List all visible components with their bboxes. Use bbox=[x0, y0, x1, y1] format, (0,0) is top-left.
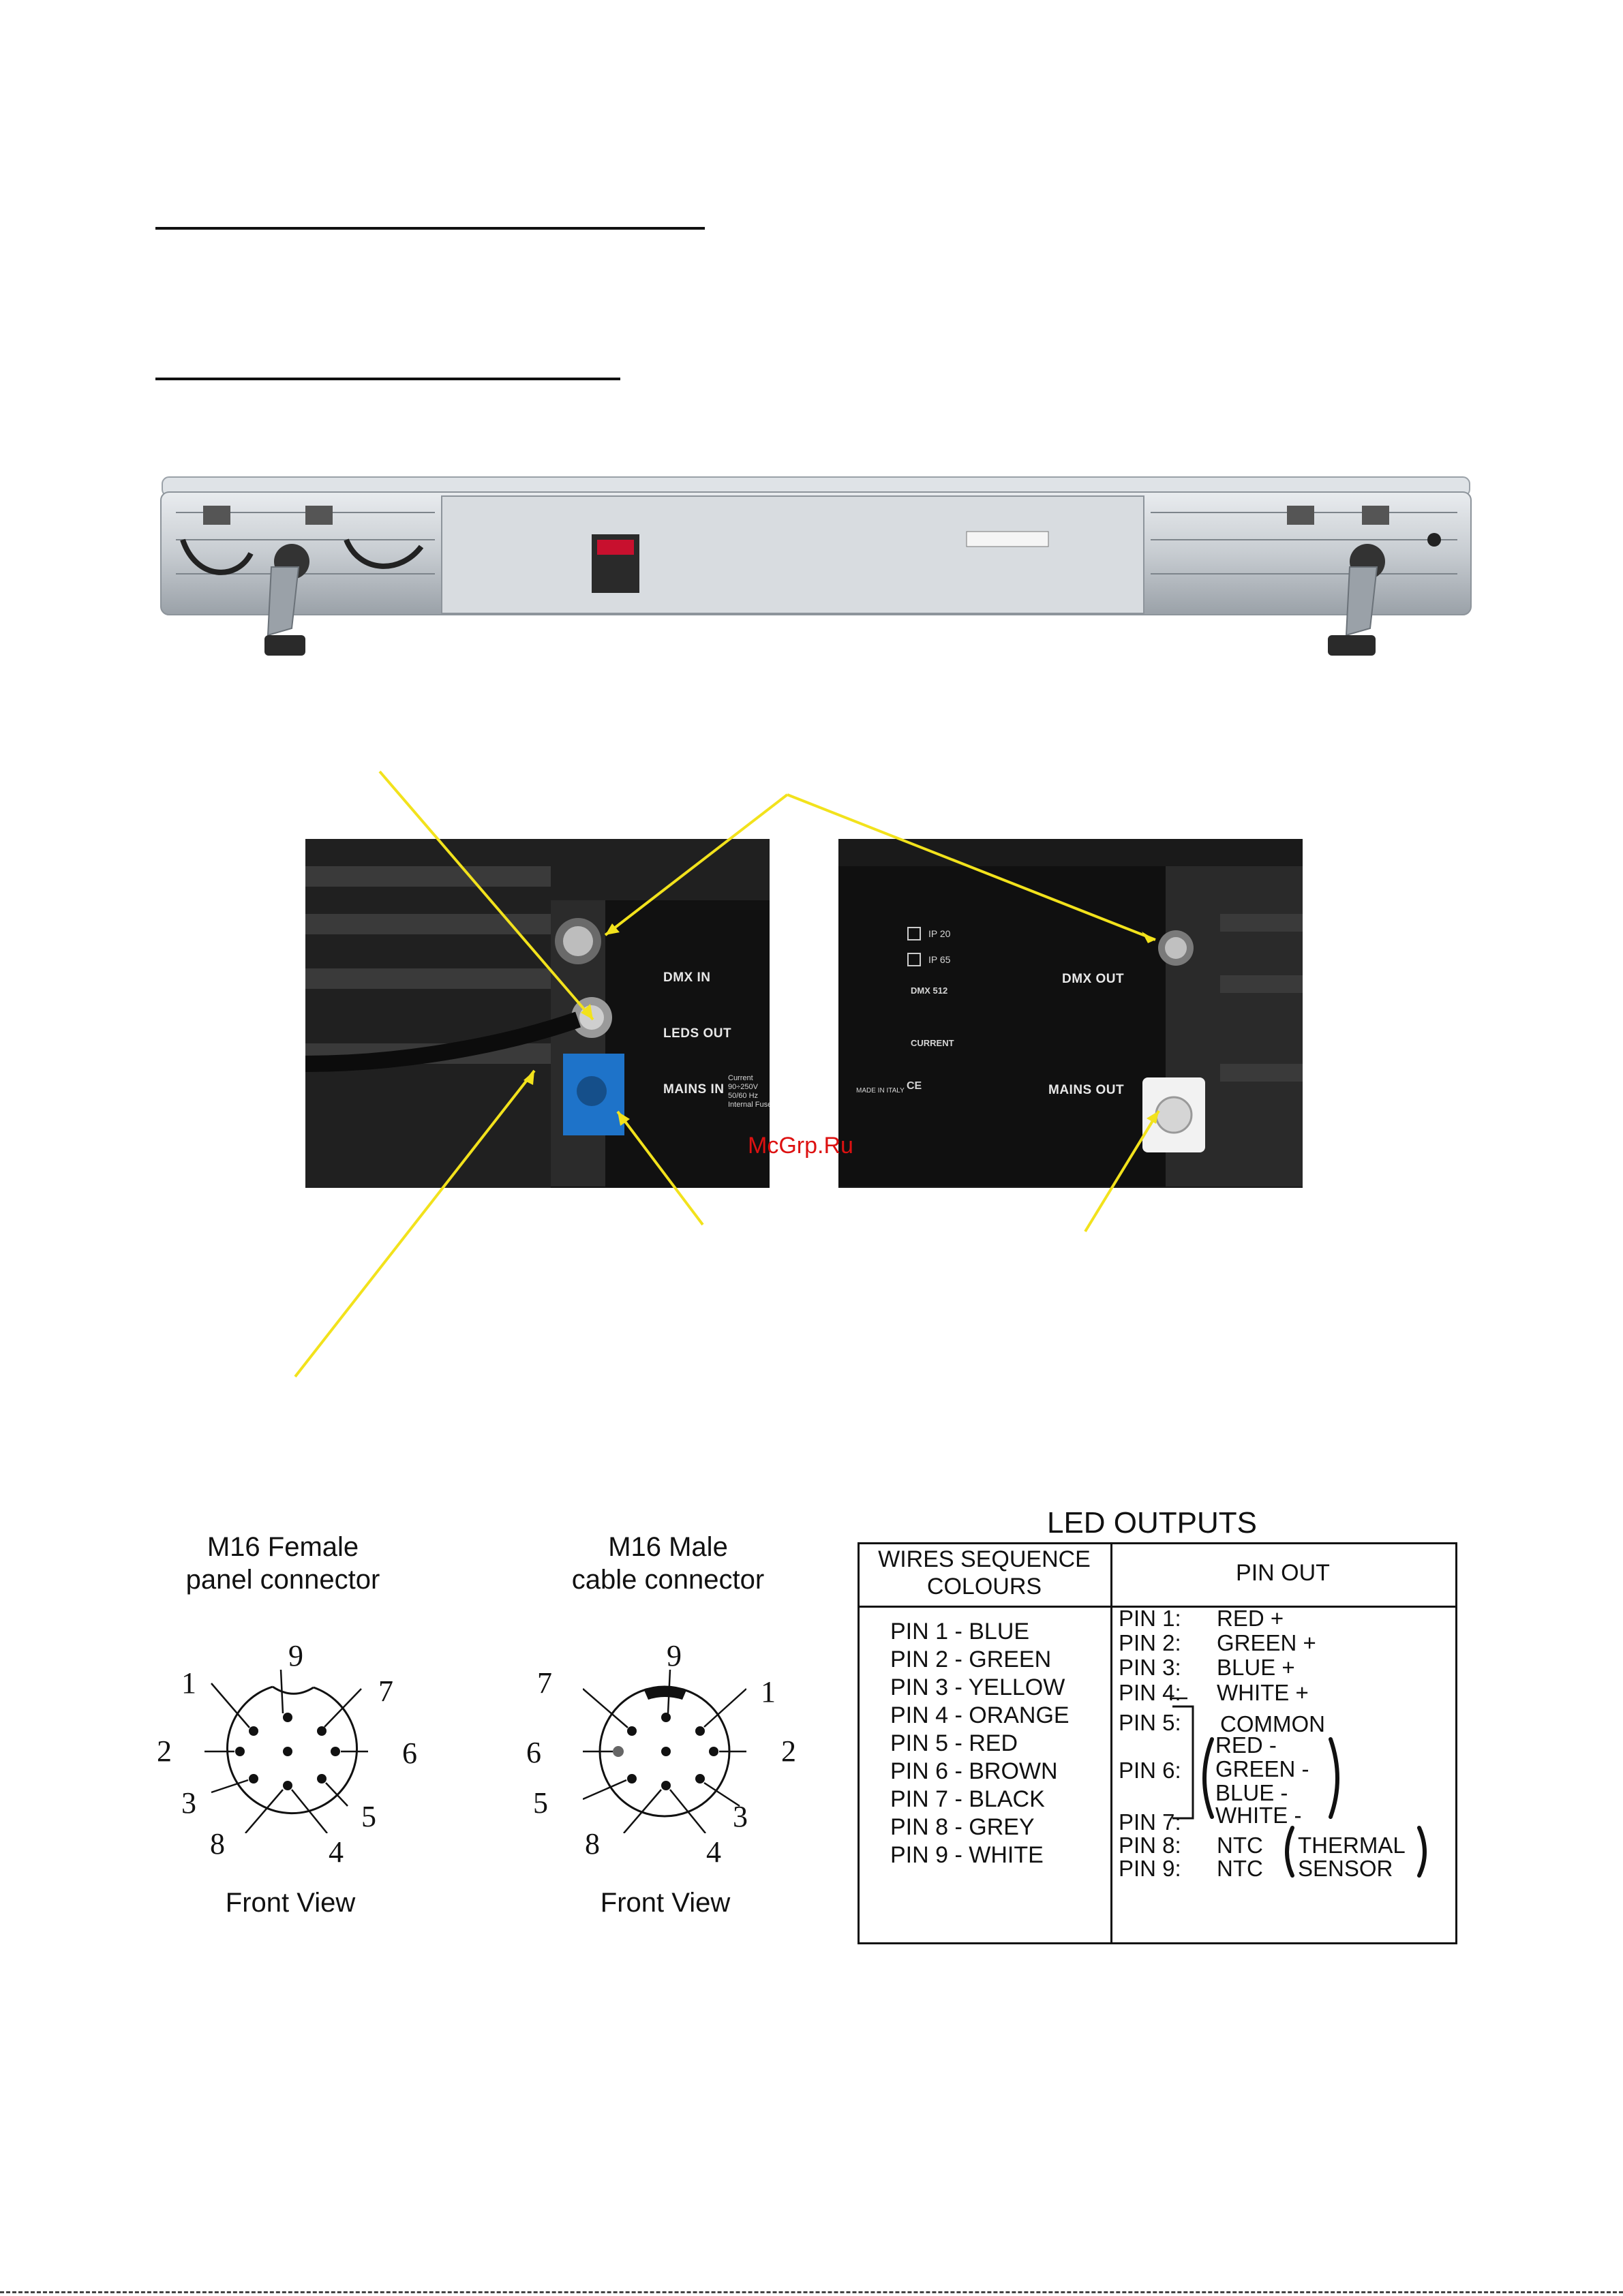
pinout-value-4: WHITE + bbox=[1217, 1680, 1309, 1705]
table-header-divider bbox=[858, 1606, 1455, 1608]
male-pin-9: 9 bbox=[667, 1639, 682, 1672]
dmx-512-text: DMX 512 bbox=[911, 985, 948, 996]
female-title-line1: M16 Female bbox=[207, 1532, 359, 1562]
pinout-value-5: COMMON bbox=[1220, 1711, 1325, 1736]
col2-header: PIN OUT bbox=[1236, 1560, 1330, 1586]
female-pin-6: 6 bbox=[402, 1736, 417, 1770]
col1-header-line1: WIRES SEQUENCE bbox=[878, 1546, 1091, 1572]
made-in-text: MADE IN ITALY bbox=[856, 1087, 905, 1095]
pinout-value-2: GREEN + bbox=[1217, 1630, 1316, 1655]
pinout-label-6: PIN 6: bbox=[1119, 1758, 1181, 1783]
pinout-value-6-green: GREEN - bbox=[1215, 1756, 1309, 1781]
female-pin-8: 8 bbox=[210, 1827, 225, 1861]
pinout-value-9: NTC bbox=[1217, 1856, 1263, 1881]
female-connector-title: M16 Female panel connector bbox=[157, 1531, 409, 1596]
led-outputs-title: LED OUTPUTS bbox=[1046, 1506, 1258, 1540]
male-front-view-caption: Front View bbox=[600, 1888, 731, 1918]
thermal-sensor-line2: SENSOR bbox=[1298, 1856, 1393, 1881]
pinout-value-8: NTC bbox=[1217, 1833, 1263, 1858]
pinout-label-2: PIN 2: bbox=[1119, 1630, 1181, 1655]
col1-header-line2: COLOURS bbox=[926, 1574, 1042, 1599]
wire-colour-list: PIN 1 - BLUE PIN 2 - GREEN PIN 3 - YELLO… bbox=[890, 1618, 1070, 1869]
pinout-label-5: PIN 5: bbox=[1119, 1710, 1181, 1735]
pinout-value-3: BLUE + bbox=[1217, 1655, 1295, 1680]
male-pin-8: 8 bbox=[585, 1827, 600, 1861]
pinout-label-8: PIN 8: bbox=[1119, 1833, 1181, 1858]
wire-colour-item: PIN 7 - BLACK bbox=[890, 1786, 1045, 1812]
male-pin-7: 7 bbox=[537, 1666, 552, 1700]
female-pin-4: 4 bbox=[329, 1835, 344, 1869]
male-pin-5: 5 bbox=[533, 1786, 548, 1820]
female-pin-9: 9 bbox=[288, 1639, 303, 1672]
female-front-view-caption: Front View bbox=[225, 1888, 356, 1918]
pinout-value-6-red: RED - bbox=[1215, 1732, 1277, 1758]
male-pin-3: 3 bbox=[733, 1800, 748, 1833]
wire-colour-item: PIN 9 - WHITE bbox=[890, 1842, 1044, 1868]
pinout-label-4: PIN 4: bbox=[1119, 1680, 1181, 1705]
male-connector-title: M16 Male cable connector bbox=[539, 1531, 798, 1596]
heading-rule-2 bbox=[155, 378, 620, 380]
ip-option-65: IP 65 bbox=[928, 954, 951, 965]
wire-colour-item: PIN 6 - BROWN bbox=[890, 1758, 1058, 1784]
male-pin-1: 1 bbox=[761, 1675, 776, 1709]
female-pin-7: 7 bbox=[378, 1674, 393, 1708]
label-mains-out: MAINS OUT bbox=[1048, 1083, 1125, 1097]
female-connector-diagram bbox=[204, 1670, 368, 1833]
wire-colour-item: PIN 3 - YELLOW bbox=[890, 1674, 1065, 1700]
page-bottom-edge bbox=[0, 2291, 1623, 2293]
female-pin-5: 5 bbox=[361, 1800, 376, 1833]
wire-colour-item: PIN 5 - RED bbox=[890, 1730, 1018, 1756]
pinout-label-1: PIN 1: bbox=[1119, 1606, 1181, 1631]
left-connector-photo: DMX IN LEDS OUT MAINS IN Current 90÷250V… bbox=[305, 839, 770, 1188]
thermal-sensor-line1: THERMAL bbox=[1298, 1833, 1406, 1858]
col1-header: WIRES SEQUENCE COLOURS bbox=[859, 1546, 1110, 1600]
female-pin-3: 3 bbox=[181, 1786, 196, 1820]
led-outputs-table bbox=[858, 1542, 1457, 1944]
male-pin-4: 4 bbox=[706, 1835, 721, 1869]
pinout-label-9: PIN 9: bbox=[1119, 1856, 1181, 1881]
male-title-line1: M16 Male bbox=[608, 1532, 728, 1562]
right-connector-photo: IP 20 IP 65 DMX 512 CURRENT MADE IN ITAL… bbox=[838, 839, 1303, 1188]
pinout-label-3: PIN 3: bbox=[1119, 1655, 1181, 1680]
male-pin-6: 6 bbox=[526, 1736, 541, 1769]
rating-text: Current 90÷250V 50/60 Hz Internal Fuse bbox=[728, 1074, 770, 1109]
pinout-value-6-blue: BLUE - bbox=[1215, 1780, 1288, 1805]
female-pin-1: 1 bbox=[181, 1666, 196, 1700]
wire-colour-item: PIN 4 - ORANGE bbox=[890, 1702, 1070, 1728]
ce-mark: CE bbox=[907, 1080, 922, 1092]
wire-colour-item: PIN 8 - GREY bbox=[890, 1814, 1035, 1840]
pinout-brackets bbox=[1170, 1697, 1427, 1878]
male-pin-2: 2 bbox=[781, 1734, 796, 1768]
label-mains-in: MAINS IN bbox=[663, 1082, 725, 1097]
label-leds-out: LEDS OUT bbox=[663, 1026, 732, 1041]
male-connector-diagram bbox=[583, 1670, 746, 1833]
pinout-label-7: PIN 7: bbox=[1119, 1809, 1181, 1835]
wire-colour-item: PIN 1 - BLUE bbox=[890, 1619, 1030, 1644]
pinout-value-1: RED + bbox=[1217, 1606, 1284, 1631]
label-dmx-in: DMX IN bbox=[663, 970, 711, 985]
female-title-line2: panel connector bbox=[185, 1565, 380, 1595]
current-text: CURRENT bbox=[911, 1038, 954, 1048]
table-column-divider bbox=[1110, 1542, 1112, 1942]
pinout-value-6-white: WHITE - bbox=[1215, 1803, 1302, 1828]
female-pin-2: 2 bbox=[157, 1734, 172, 1768]
wire-colour-item: PIN 2 - GREEN bbox=[890, 1647, 1052, 1672]
watermark-text: McGrp.Ru bbox=[748, 1133, 853, 1159]
male-title-line2: cable connector bbox=[571, 1565, 765, 1595]
led-bar-photo bbox=[160, 476, 1472, 656]
ip-option-20: IP 20 bbox=[928, 928, 951, 939]
heading-rule-1 bbox=[155, 227, 705, 230]
label-dmx-out: DMX OUT bbox=[1062, 972, 1125, 986]
